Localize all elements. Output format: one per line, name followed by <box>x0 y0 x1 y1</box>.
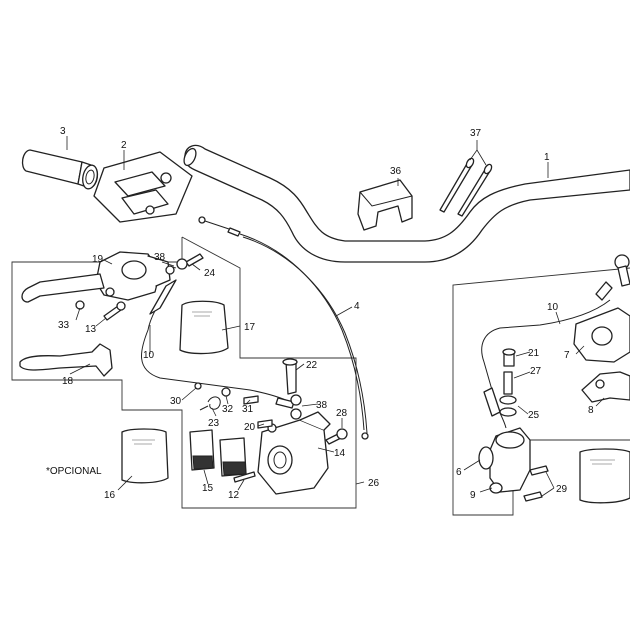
label-3: 3 <box>60 126 66 137</box>
brake-fluid-pack-17 <box>179 300 229 355</box>
label-27: 27 <box>530 366 542 377</box>
label-15: 15 <box>202 483 214 494</box>
handlebar-clamp <box>357 179 413 231</box>
label-38-caliper: 38 <box>316 400 328 411</box>
seal-6 <box>478 446 494 470</box>
label-23: 23 <box>208 418 220 429</box>
label-22: 22 <box>306 360 318 371</box>
washers-25 <box>499 395 517 417</box>
throttle-housing <box>93 151 193 223</box>
spring-23 <box>199 396 221 411</box>
label-21: 21 <box>528 348 540 359</box>
label-38-top: 38 <box>154 252 166 263</box>
label-28: 28 <box>336 408 348 419</box>
label-29: 29 <box>556 484 568 495</box>
brake-hose-left <box>140 279 295 409</box>
label-2: 2 <box>121 140 127 151</box>
label-19: 19 <box>92 254 104 265</box>
leader-lines <box>66 136 605 497</box>
label-12: 12 <box>228 490 240 501</box>
lever-18 <box>19 343 113 377</box>
right-group-frame <box>452 267 630 516</box>
label-14: 14 <box>334 448 346 459</box>
label-36: 36 <box>390 166 402 177</box>
screws-29 <box>523 465 549 502</box>
pad-pin-12 <box>233 471 256 483</box>
clamp-bolts <box>439 157 493 217</box>
brake-caliper <box>257 411 331 495</box>
left-group-frame <box>11 236 357 509</box>
label-30: 30 <box>170 396 182 407</box>
label-32: 32 <box>222 404 234 415</box>
part-numbers: 1 2 3 4 6 7 8 9 10 10 12 13 14 15 16 17 … <box>58 126 594 501</box>
pin-31 <box>243 395 259 405</box>
bolt-33 <box>75 300 85 310</box>
optional-note: *OPCIONAL <box>46 466 102 477</box>
bolt-28 <box>325 428 348 445</box>
label-1: 1 <box>544 152 550 163</box>
banjo-27 <box>503 371 513 395</box>
label-20: 20 <box>244 422 256 433</box>
label-31: 31 <box>242 404 254 415</box>
brake-hose-right <box>481 281 613 429</box>
label-37: 37 <box>470 128 482 139</box>
throttle-grip <box>21 149 99 190</box>
label-7: 7 <box>564 350 570 361</box>
bleeder-22 <box>282 358 298 395</box>
label-24: 24 <box>204 268 216 279</box>
label-13: 13 <box>85 324 97 335</box>
label-10-right: 10 <box>547 302 559 313</box>
bolt-13 <box>103 301 126 321</box>
bolt-21 <box>502 348 516 367</box>
rear-master-cylinder <box>573 254 630 363</box>
label-17: 17 <box>244 322 256 333</box>
label-26: 26 <box>368 478 380 489</box>
reservoir-9 <box>489 427 531 494</box>
label-18: 18 <box>62 376 74 387</box>
pin-20 <box>257 419 273 429</box>
brake-pads-15 <box>189 429 247 477</box>
rear-lever-8 <box>581 371 630 403</box>
label-33: 33 <box>58 320 70 331</box>
banjo-bolt-24 <box>165 253 204 275</box>
label-16: 16 <box>104 490 116 501</box>
handlebar <box>183 144 630 263</box>
label-25: 25 <box>528 410 540 421</box>
screw-30 <box>194 382 231 397</box>
brake-fluid-pack-16 <box>121 428 169 484</box>
label-4: 4 <box>354 301 360 312</box>
label-10-left: 10 <box>143 350 155 361</box>
brake-fluid-pack-right <box>579 448 630 504</box>
label-6: 6 <box>456 467 462 478</box>
label-8: 8 <box>588 405 594 416</box>
label-9: 9 <box>470 490 476 501</box>
brake-lever-front <box>21 273 105 303</box>
washers-38 <box>290 394 302 420</box>
throttle-cable <box>198 216 369 440</box>
